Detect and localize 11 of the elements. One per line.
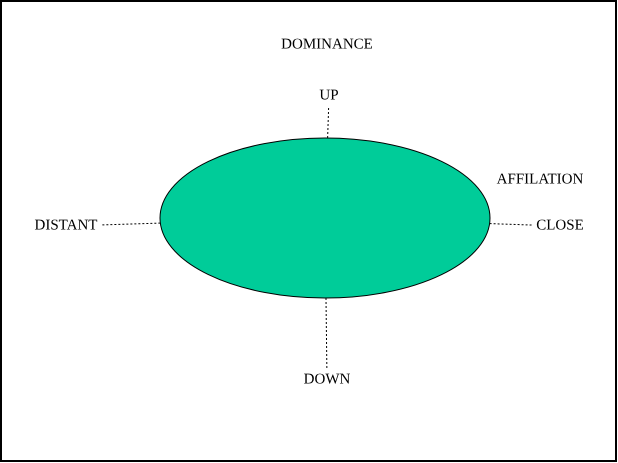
axis-title: DOMINANCE (280, 36, 374, 54)
dashed-line (326, 298, 328, 369)
axis-label: DISTANT (34, 218, 98, 234)
axis-label: CLOSE (535, 218, 585, 234)
axis-title: AFFILATION (496, 172, 584, 188)
dashed-line (100, 222, 161, 226)
axis-label: DOWN (302, 372, 352, 388)
ellipse-shape (160, 138, 490, 298)
axis-label: UP (318, 88, 340, 104)
dashed-line (489, 223, 533, 226)
dashed-line (327, 107, 330, 138)
